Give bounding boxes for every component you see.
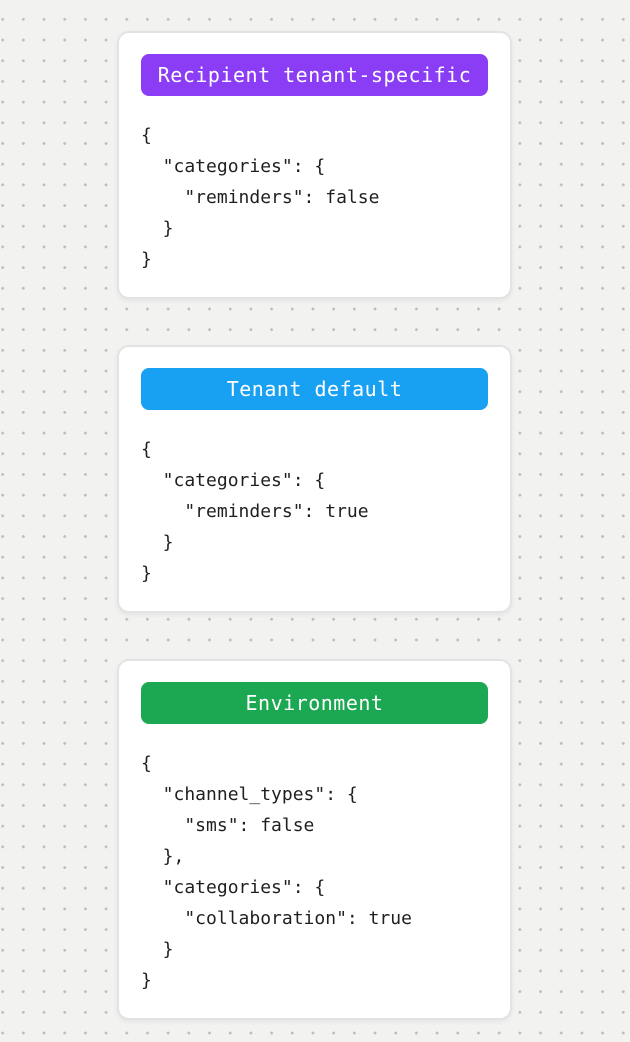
code-line: "categories": { (141, 877, 326, 898)
code-line: "reminders": true (141, 501, 369, 522)
json-code-block: { "categories": { "reminders": true } } (141, 434, 488, 589)
cards-column: Recipient tenant-specific { "categories"… (117, 31, 512, 1020)
badge-environment: Environment (141, 682, 488, 724)
badge-recipient-tenant-specific: Recipient tenant-specific (141, 54, 488, 96)
card-tenant-default: Tenant default { "categories": { "remind… (117, 345, 512, 613)
code-line: "categories": { (141, 156, 326, 177)
json-code-block: { "channel_types": { "sms": false }, "ca… (141, 748, 488, 996)
code-line: "categories": { (141, 470, 326, 491)
code-line: } (141, 218, 174, 239)
code-line: } (141, 532, 174, 553)
code-line: "reminders": false (141, 187, 380, 208)
code-line: } (141, 939, 174, 960)
code-line: { (141, 439, 152, 460)
code-line: { (141, 125, 152, 146)
code-line: } (141, 563, 152, 584)
code-line: "channel_types": { (141, 784, 358, 805)
code-line: "sms": false (141, 815, 315, 836)
json-code-block: { "categories": { "reminders": false } } (141, 120, 488, 275)
code-line: "collaboration": true (141, 908, 412, 929)
badge-tenant-default: Tenant default (141, 368, 488, 410)
card-environment: Environment { "channel_types": { "sms": … (117, 659, 512, 1020)
code-line: } (141, 249, 152, 270)
card-recipient-tenant-specific: Recipient tenant-specific { "categories"… (117, 31, 512, 299)
code-line: }, (141, 846, 185, 867)
code-line: { (141, 753, 152, 774)
code-line: } (141, 970, 152, 991)
